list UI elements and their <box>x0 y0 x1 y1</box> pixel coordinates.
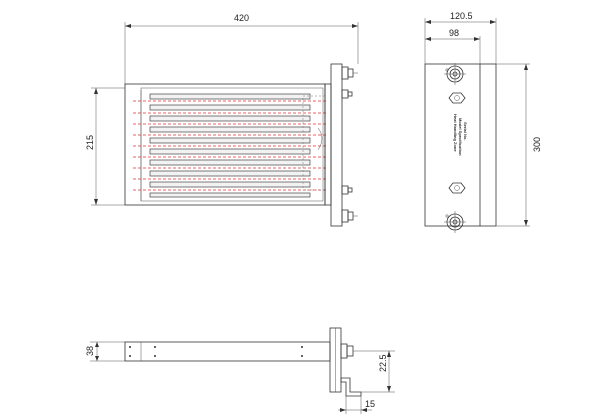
front-view: 420 215 <box>85 13 359 227</box>
terminal-stud-small <box>347 91 353 97</box>
arrow <box>95 342 99 347</box>
arrow <box>474 37 480 41</box>
fin <box>149 159 311 166</box>
terminal-stud <box>347 68 354 78</box>
arrow <box>387 386 391 392</box>
screw-hole <box>445 68 449 72</box>
fin <box>149 192 311 198</box>
hex-nut-hole <box>454 95 460 101</box>
arrow-down <box>94 199 98 205</box>
dim-depth-total: 120.5 <box>450 11 473 21</box>
arrow <box>95 356 99 361</box>
arrow <box>425 20 431 24</box>
arrow <box>425 37 431 41</box>
dim-bracket-height: 38 <box>85 346 95 356</box>
bottom-terminal <box>341 185 358 223</box>
hex-nut-icon <box>448 182 466 194</box>
terminal-stud-small <box>347 187 353 193</box>
arrow-right <box>352 24 358 28</box>
element-centerlines <box>133 100 327 191</box>
hidden-arc <box>317 127 323 151</box>
dim-overall-length: 420 <box>234 13 249 23</box>
fin <box>149 148 311 155</box>
side-plate <box>424 63 481 227</box>
fin <box>149 170 311 177</box>
fin <box>149 126 311 133</box>
fin <box>149 104 311 111</box>
mounting-foot <box>340 377 362 397</box>
top-terminal <box>341 66 358 99</box>
nameplate-line1: Heat Handling Zone <box>453 114 458 152</box>
arrow <box>524 64 528 70</box>
fin <box>149 115 311 122</box>
arrow <box>524 220 528 226</box>
terminal-nut <box>341 209 349 223</box>
hole <box>301 346 303 348</box>
arrow <box>340 408 346 412</box>
hole <box>301 355 303 357</box>
arrow <box>387 351 391 357</box>
terminal-stud <box>347 211 354 221</box>
terminal-washer <box>341 185 349 195</box>
hole <box>154 355 156 357</box>
nameplate: Heat Handling Zone Model Specification S… <box>453 114 468 156</box>
arrow <box>490 20 496 24</box>
plan-view: 38 22.5 15 <box>85 327 395 414</box>
nameplate-line2: Model Specification <box>458 118 463 156</box>
hex-nut-hole <box>454 185 460 191</box>
bracket-body <box>124 341 331 362</box>
terminal-washer <box>341 89 349 99</box>
screw-hole <box>445 214 449 218</box>
dim-foot-height: 22.5 <box>378 354 388 372</box>
terminal-stud <box>346 345 354 357</box>
hole <box>154 346 156 348</box>
fin <box>149 181 311 188</box>
mounting-plate <box>330 63 343 227</box>
plate-flange <box>324 83 332 206</box>
fin <box>149 93 311 100</box>
terminal-nut <box>341 66 349 80</box>
fin <box>149 137 311 144</box>
arrow <box>361 408 367 412</box>
arrow-up <box>94 88 98 94</box>
dim-height-front: 215 <box>85 135 95 150</box>
dim-foot-width: 15 <box>365 399 375 409</box>
heating-fins <box>149 93 311 198</box>
dim-depth-plate: 98 <box>449 28 459 38</box>
nameplate-line3: Serial No. <box>463 122 468 140</box>
terminal-nut <box>340 343 348 359</box>
arrow-left <box>125 24 131 28</box>
hex-nut-icon <box>448 92 466 104</box>
dim-plate-height: 300 <box>532 137 542 152</box>
hole <box>129 355 131 357</box>
side-view: 120.5 98 300 Heat Handling Zone Model S <box>424 11 542 233</box>
hole <box>129 346 131 348</box>
